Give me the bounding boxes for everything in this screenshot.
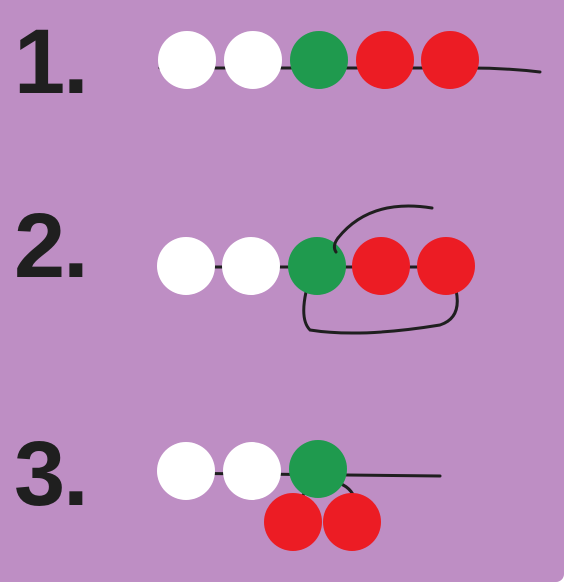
step-1-white-bead-1 (158, 31, 216, 89)
step-2-loop-over-beads (332, 236, 340, 254)
step-3: 3. (0, 380, 564, 540)
step-3-white-bead-1 (157, 442, 215, 500)
step-1-red-bead-2 (421, 31, 479, 89)
step-1-green-bead (290, 31, 348, 89)
step-3-red-bead-2 (323, 493, 381, 551)
step-2: 2. (0, 170, 564, 330)
step-3-green-bead (289, 440, 347, 498)
step-2-number: 2. (14, 195, 89, 297)
step-3-number: 3. (14, 423, 89, 525)
step-3-white-bead-2 (223, 442, 281, 500)
step-2-red-bead-1 (352, 237, 410, 295)
step-2-beads (157, 204, 475, 335)
step-1-string (158, 66, 542, 74)
step-1-red-bead-1 (356, 31, 414, 89)
step-1-white-bead-2 (224, 31, 282, 89)
step-3-beads (157, 440, 442, 551)
step-2-green-bead (288, 237, 346, 295)
step-2-white-bead-1 (157, 237, 215, 295)
step-3-red-bead-1 (264, 493, 322, 551)
step-2-red-bead-2 (417, 237, 475, 295)
step-2-loop (302, 204, 459, 335)
step-1: 1. (0, 0, 564, 160)
step-2-white-bead-2 (222, 237, 280, 295)
step-1-beads (158, 31, 542, 89)
step-1-number: 1. (14, 11, 89, 113)
